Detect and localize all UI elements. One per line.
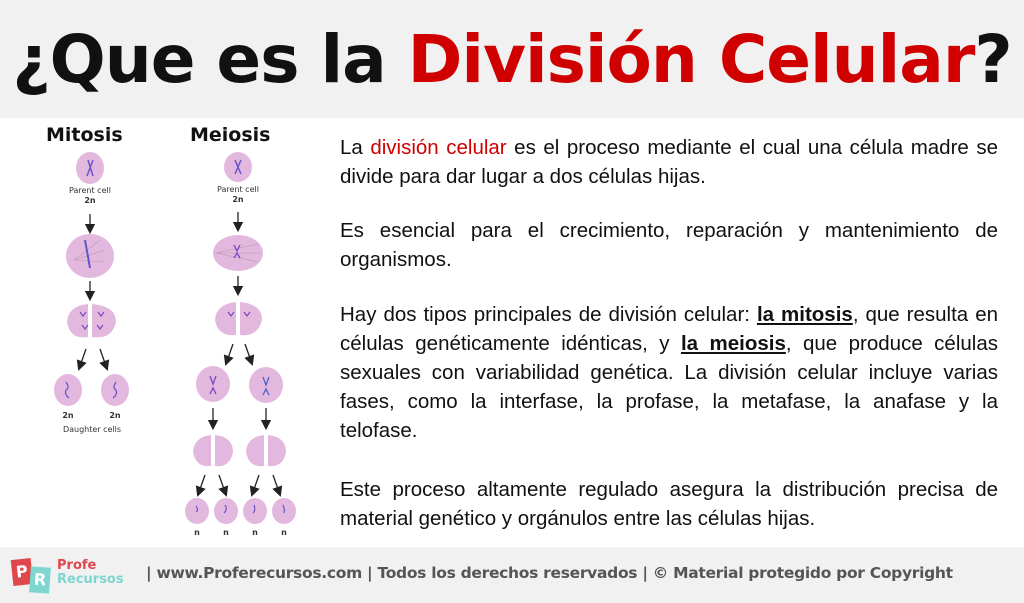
meiosis-daughter-ploidy-1: n (194, 528, 200, 537)
profe-recursos-logo: P R Profe Recursos (10, 557, 142, 597)
title-suffix: ? (974, 20, 1012, 98)
cell-division-diagram (54, 152, 296, 524)
paragraph-4: Este proceso altamente regulado asegura … (340, 475, 998, 533)
paragraph-3: Hay dos tipos principales de división ce… (340, 300, 998, 445)
logo-r-block: R (29, 566, 51, 594)
highlight-division-celular: división celular (370, 136, 507, 159)
title-prefix: ¿Que es la (12, 20, 408, 98)
p2-text: Es esencial para el crecimiento, reparac… (340, 219, 998, 271)
mitosis-daughter-ploidy-2: 2n (109, 411, 121, 420)
p3-part2: , que resulta en células genéticamente i… (340, 303, 1004, 355)
mitosis-daughter-ploidy-1: 2n (62, 411, 74, 420)
p3-part3: , que produce células sexuales con varia… (340, 332, 998, 442)
meiosis-parent-ploidy: 2n (232, 195, 244, 204)
mitosis-parent-label: Parent cell (69, 186, 111, 195)
term-meiosis: la meiosis (680, 332, 786, 355)
meiosis-daughter-ploidy-2: n (223, 528, 229, 537)
footer-band (0, 547, 1024, 603)
mitosis-parent-ploidy: 2n (84, 196, 96, 205)
paragraph-2: Es esencial para el crecimiento, reparac… (340, 216, 998, 274)
meiosis-title: Meiosis (190, 124, 271, 146)
logo-text-profe: Profe (57, 558, 97, 573)
page-title: ¿Que es la División Celular? (0, 0, 1024, 118)
mitosis-column (54, 152, 129, 406)
mitosis-daughter-label: Daughter cells (62, 425, 122, 434)
mitosis-title: Mitosis (46, 124, 123, 146)
term-mitosis: la mitosis (756, 303, 853, 326)
paragraph-1: La división celular es el proceso median… (340, 133, 998, 191)
p1-after: es el proceso mediante el cual una célul… (340, 136, 998, 188)
p3-part1: Hay dos tipos principales de división ce… (340, 303, 757, 326)
meiosis-daughter-ploidy-3: n (252, 528, 258, 537)
footer-copyright-text: | www.Proferecursos.com | Todos los dere… (146, 564, 953, 582)
meiosis-parent-label: Parent cell (217, 185, 259, 194)
p1-before: La (340, 136, 371, 159)
logo-text-recursos: Recursos (57, 572, 124, 587)
meiosis-column (185, 152, 296, 524)
header-band (0, 0, 1024, 118)
meiosis-daughter-ploidy-4: n (281, 528, 287, 537)
p4-text: Este proceso altamente regulado asegura … (340, 478, 998, 530)
title-highlight: División Celular (407, 20, 976, 98)
